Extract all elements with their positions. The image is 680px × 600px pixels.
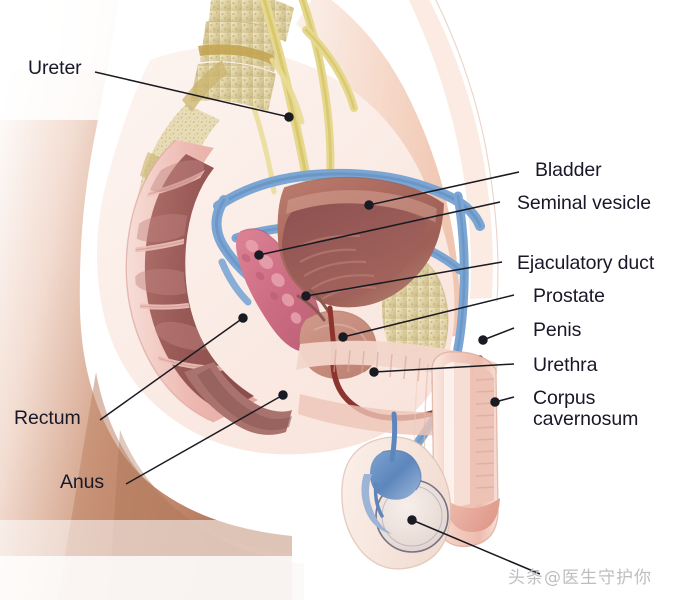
leader-lines (94, 71, 541, 575)
leader-line-bladder (368, 171, 520, 206)
leader-dot-urethra (369, 367, 379, 377)
label-prostate: Prostate (533, 285, 605, 307)
label-ureter: Ureter (28, 57, 82, 79)
leader-dot-bladder (364, 200, 374, 210)
leader-dot-corpus-cavernosum (490, 397, 500, 407)
leader-line-ureter (94, 71, 290, 118)
watermark: 头条@医生守护你 (508, 568, 652, 588)
leader-line-penis (482, 327, 515, 341)
label-seminal-vesicle: Seminal vesicle (517, 192, 651, 214)
leader-line-anus (125, 394, 284, 485)
leader-dot-rectum (238, 313, 248, 323)
label-rectum: Rectum (14, 407, 81, 429)
leader-dot-testicle (407, 515, 417, 525)
leader-line-seminal-vesicle (258, 201, 501, 256)
leader-dot-prostate (338, 332, 348, 342)
label-ejaculatory-duct: Ejaculatory duct (517, 252, 655, 274)
leader-line-ejaculatory-duct (305, 261, 503, 297)
body-silhouette (0, 0, 304, 600)
label-anus: Anus (60, 471, 105, 493)
leader-line-testicle (411, 519, 541, 575)
label-urethra: Urethra (533, 354, 598, 376)
leader-dot-anus (278, 390, 288, 400)
leader-dot-ureter (284, 112, 294, 122)
label-bladder: Bladder (535, 159, 602, 181)
leader-dot-seminal-vesicle (254, 250, 264, 260)
leader-dot-penis (478, 335, 488, 345)
label-penis: Penis (533, 319, 582, 341)
label-corpus-cavernosum: Corpus cavernosum (533, 387, 639, 430)
leader-line-prostate (342, 294, 515, 338)
leader-dot-ejaculatory-duct (301, 291, 311, 301)
leader-line-urethra (373, 363, 515, 373)
leader-line-rectum (99, 317, 244, 421)
